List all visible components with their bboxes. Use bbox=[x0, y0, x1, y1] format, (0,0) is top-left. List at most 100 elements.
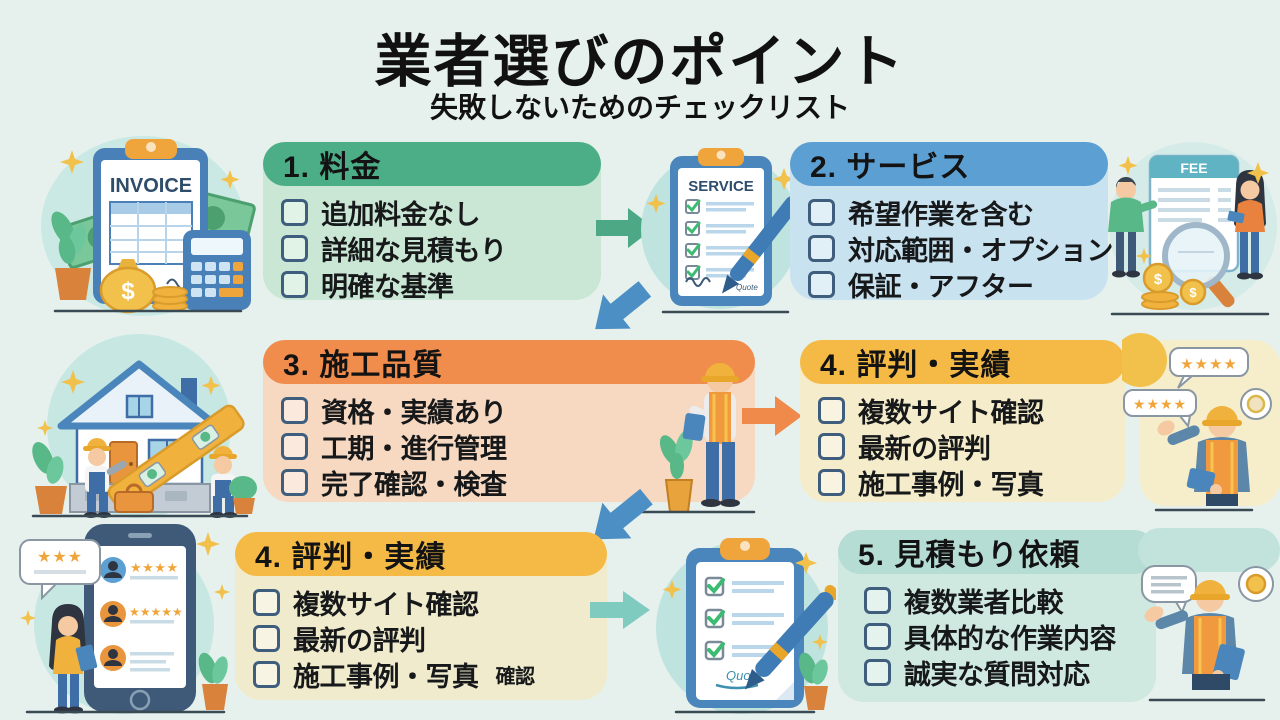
checklist-item: 最新の評判 bbox=[818, 428, 1117, 464]
checklist-item-label: 複数業者比較 bbox=[904, 587, 1064, 618]
checklist-item-label: 追加料金なし bbox=[321, 199, 481, 230]
checklist-item: 施工事例・写真 bbox=[818, 464, 1117, 500]
checklist-item: 工期・進行管理 bbox=[281, 428, 747, 464]
quote-signature: Quote bbox=[736, 283, 758, 292]
checkbox-icon bbox=[808, 234, 835, 262]
checkbox-icon bbox=[253, 588, 280, 616]
stars-3: ★★★ bbox=[37, 549, 83, 566]
checklist-item-label: 対応範囲・オプション bbox=[848, 235, 1114, 266]
worker-left bbox=[83, 438, 127, 518]
page-subtitle: 失敗しないためのチェックリスト bbox=[429, 92, 850, 123]
checkbox-icon bbox=[253, 660, 280, 688]
section-5-header: 5. 見積もり依頼 bbox=[838, 530, 1156, 574]
magnifier-icon bbox=[1162, 222, 1235, 308]
section-4-header: 4. 評判・実績 bbox=[800, 340, 1125, 384]
stars-4: ★★★★ bbox=[130, 560, 179, 575]
calculator-icon bbox=[183, 230, 251, 310]
checklist-item: 複数サイト確認 bbox=[818, 392, 1117, 428]
plant-icon bbox=[798, 652, 828, 710]
section-1-panel: 1. 料金 追加料金なし 詳細な見積もり 明確な基準 bbox=[263, 142, 601, 302]
checklist-item-label: 複数サイト確認 bbox=[858, 397, 1044, 428]
star-rating-bubble: ★★★★ bbox=[1123, 389, 1197, 429]
checklist-rows bbox=[704, 576, 784, 661]
stars-5: ★★★★★ bbox=[129, 605, 183, 619]
checklist-item: 保証・アフター bbox=[808, 266, 1100, 302]
worker-right bbox=[209, 446, 237, 518]
sparkle-icon bbox=[662, 552, 828, 650]
section-3-panel: 3. 施工品質 資格・実績あり 工期・進行管理 完了確認・検査 bbox=[263, 340, 755, 502]
stars-4: ★★★★ bbox=[1180, 356, 1238, 373]
section-2-panel: 2. サービス 希望作業を含む 対応範囲・オプション 保証・アフター bbox=[790, 142, 1114, 302]
checklist-item: 複数サイト確認 bbox=[253, 584, 599, 620]
checklist-item-label: 完了確認・検査 bbox=[321, 469, 507, 500]
checklist-item: 資格・実績あり bbox=[281, 392, 747, 428]
level-tool-icon bbox=[107, 404, 245, 511]
checkbox-icon bbox=[281, 270, 308, 298]
checkbox-icon bbox=[281, 396, 308, 424]
service-label: SERVICE bbox=[688, 178, 754, 195]
person-woman bbox=[1227, 170, 1266, 280]
plant-icon bbox=[32, 442, 257, 514]
checklist-item: 誠実な質問対応 bbox=[864, 654, 1148, 690]
worker-person bbox=[1144, 580, 1245, 690]
checklist-item: 対応範囲・オプション bbox=[808, 230, 1114, 266]
coins-icon bbox=[152, 286, 188, 312]
worker-person bbox=[682, 363, 740, 507]
checklist-item-label: 誠実な質問対応 bbox=[904, 659, 1090, 690]
quote-checklist-illustration: Quote bbox=[656, 538, 836, 714]
arrow-step4-to-step4b bbox=[593, 488, 653, 540]
checklist-item-label: 明確な基準 bbox=[321, 271, 454, 302]
star-rating-bubble: ★★★★ bbox=[1169, 347, 1249, 389]
checklist-item-label: 施工事例・写真 bbox=[858, 469, 1044, 500]
checklist-item: 施工事例・写真確認 bbox=[253, 656, 599, 692]
person-woman bbox=[49, 604, 98, 714]
checkbox-icon bbox=[281, 234, 308, 262]
section-4-panel: 4. 評判・実績 複数サイト確認 最新の評判 施工事例・写真 bbox=[800, 340, 1125, 502]
checkbox-icon bbox=[808, 270, 835, 298]
checklist-item: 希望作業を含む bbox=[808, 194, 1100, 230]
service-clipboard-illustration: SERVICE Quote bbox=[641, 148, 803, 314]
toolbox-icon bbox=[114, 483, 154, 513]
arrow-step2-to-step3 bbox=[595, 281, 652, 330]
sparkle-icon bbox=[20, 532, 230, 626]
invoice-illustration: INVOICE $ bbox=[41, 136, 256, 316]
sparkle-icon bbox=[37, 370, 221, 436]
section-4b-panel: 4. 評判・実績 複数サイト確認 最新の評判 施工事例・写真確認 bbox=[235, 532, 607, 700]
section-1-header: 1. 料金 bbox=[263, 142, 601, 186]
inspector-worker-illustration bbox=[638, 363, 756, 514]
plant-icon bbox=[51, 211, 91, 300]
checklist-item-label: 施工事例・写真 bbox=[293, 661, 479, 692]
page-title: 業者選びのポイント bbox=[374, 30, 906, 94]
checkbox-icon bbox=[864, 658, 891, 686]
reputation-worker-illustration: ★★★★ ★★★★ bbox=[1122, 333, 1280, 512]
house-workers-illustration bbox=[31, 334, 257, 518]
arrow-step1-to-step2 bbox=[596, 208, 654, 248]
checklist-item-note: 確認 bbox=[495, 665, 536, 688]
checkbox-icon bbox=[808, 198, 835, 226]
checklist-item-label: 工期・進行管理 bbox=[321, 433, 507, 464]
svg-text:$: $ bbox=[1154, 271, 1163, 288]
checklist-item: 完了確認・検査 bbox=[281, 464, 747, 500]
section-5-panel: 5. 見積もり依頼 複数業者比較 具体的な作業内容 誠実な質問対応 bbox=[838, 530, 1156, 702]
checkbox-icon bbox=[818, 432, 845, 460]
plant-icon bbox=[198, 652, 228, 710]
service-clipboard: SERVICE Quote bbox=[670, 148, 772, 306]
section-3-header: 3. 施工品質 bbox=[263, 340, 755, 384]
invoice-label: INVOICE bbox=[110, 175, 192, 197]
review-row: ★★★★ bbox=[100, 557, 179, 583]
plant-icon bbox=[659, 430, 694, 513]
phone-reviews-illustration: ★★★★ ★★★★★ ★★★ bbox=[19, 524, 230, 714]
badge-bubble bbox=[1240, 388, 1272, 420]
arrow-step4b-to-step5 bbox=[590, 591, 650, 629]
arrow-step3-to-step4 bbox=[742, 396, 802, 436]
checklist-item-label: 最新の評判 bbox=[293, 625, 426, 656]
fee-label: FEE bbox=[1180, 160, 1207, 176]
checkbox-icon bbox=[818, 468, 845, 496]
checklist-item-label: 保証・アフター bbox=[848, 271, 1034, 302]
sparkle-icon bbox=[646, 168, 795, 213]
presenting-worker-illustration bbox=[1138, 528, 1280, 702]
checkbox-icon bbox=[281, 198, 308, 226]
checkbox-icon bbox=[864, 622, 891, 650]
coins-icon: $ $ bbox=[1141, 262, 1207, 310]
person-man bbox=[1108, 176, 1158, 278]
